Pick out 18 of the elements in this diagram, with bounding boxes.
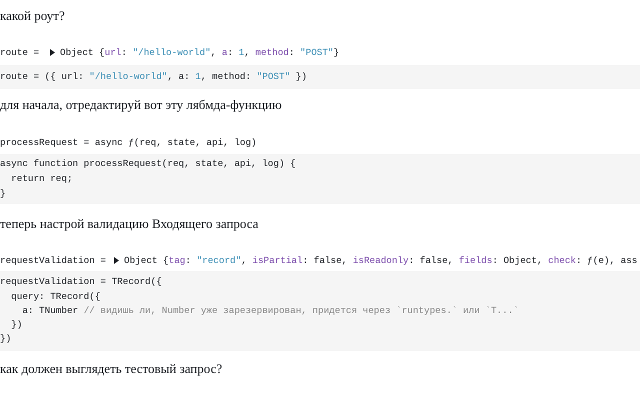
code-line: async function processRequest(req, state, api, log) {	[0, 158, 296, 170]
code-line: requestValidation =	[0, 255, 106, 267]
code-line: processRequest = async ƒ(req, state, api, log)	[0, 137, 257, 149]
code-line: route =	[0, 47, 40, 59]
code-line: return req;	[10, 173, 73, 185]
text-paragraph: для начала, отредактируй вот эту лябмда-функцию	[0, 97, 282, 113]
code-line: query: TRecord({	[10, 291, 100, 303]
code-line: a: TNumber // видишь ли, Number уже зарезервирован, придется через `runtypes.` или `T...`	[21, 305, 519, 317]
text-paragraph: как должен выглядеть тестовый запрос?	[0, 361, 222, 377]
code-line: requestValidation = TRecord({	[0, 276, 162, 288]
code-line: })	[0, 333, 12, 345]
text-paragraph: теперь настрой валидацию Входящего запроса	[0, 216, 258, 232]
code-line: }	[0, 188, 6, 200]
code-line: Object {url: "/hello-world", a: 1, method: "POST"}	[60, 47, 340, 59]
code-line: Object {tag: "record", isPartial: false, isReadonly: false, fields: Object, check: ƒ(e), ass	[124, 255, 638, 267]
code-line: route = ({ url: "/hello-world", a: 1, method: "POST" })	[0, 71, 307, 83]
code-line: })	[10, 319, 22, 331]
text-paragraph: какой роут?	[0, 8, 65, 24]
